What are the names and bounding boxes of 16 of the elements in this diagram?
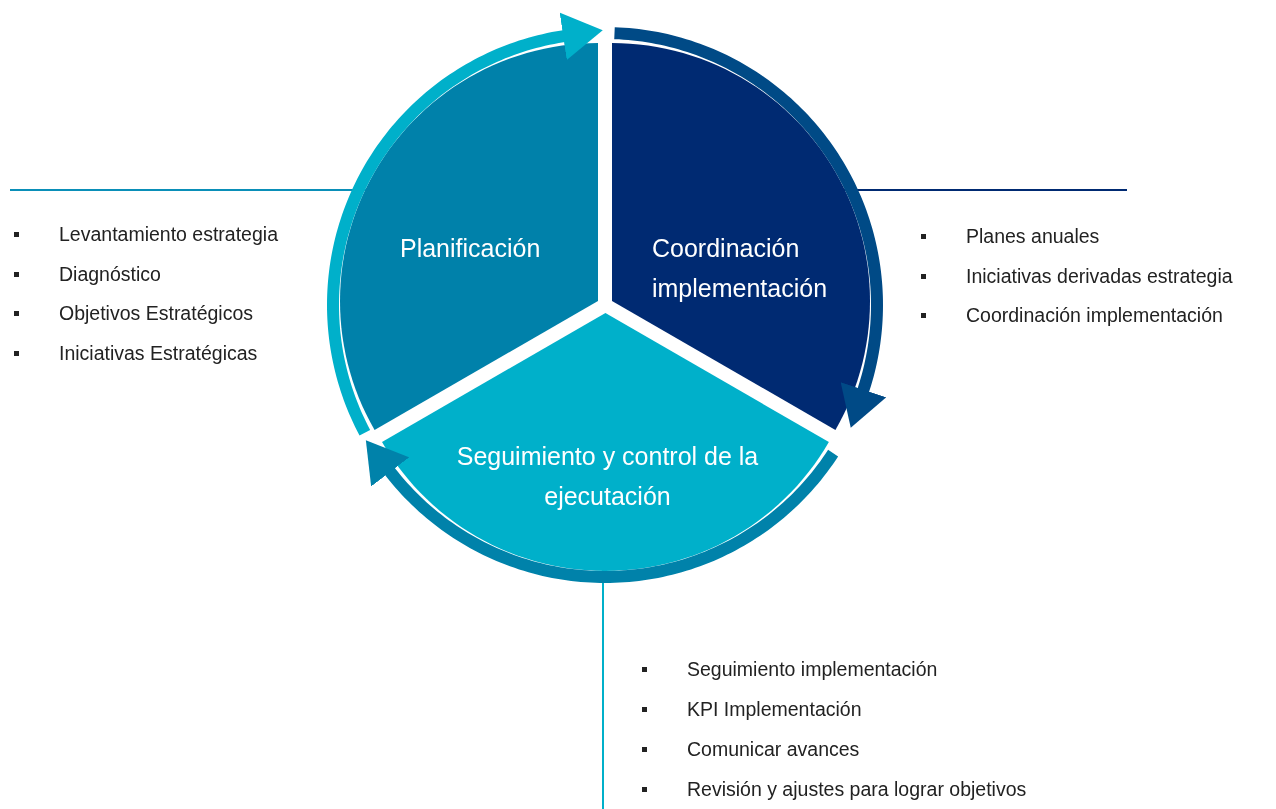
cycle-sector	[381, 313, 829, 571]
list-item-text: Planes anuales	[966, 224, 1100, 248]
list-item-text: Diagnóstico	[59, 261, 161, 286]
list-item-text: Levantamiento estrategia	[59, 222, 278, 246]
cycle-arrow	[365, 440, 839, 583]
list-item-text: Iniciativas derivadas estrategia	[966, 263, 1233, 288]
list-item-text: Comunicar avances	[687, 737, 860, 761]
sector-title: Planificación	[400, 233, 542, 264]
list-item-text: Objetivos Estratégicos	[59, 301, 253, 325]
list-item-text: Iniciativas Estratégicas	[59, 340, 258, 365]
sector-title: Seguimiento y control de la ejecutación	[455, 441, 760, 512]
list-item-text: Revisión y ajustes para lograr objetivos	[687, 777, 1027, 801]
list-item-text: KPI Implementación	[687, 697, 862, 721]
sector-title: Coordinación implementación	[652, 233, 829, 304]
list-item-text: Seguimiento implementación	[687, 657, 938, 681]
list-item-text: Coordinación implementación	[966, 303, 1223, 327]
